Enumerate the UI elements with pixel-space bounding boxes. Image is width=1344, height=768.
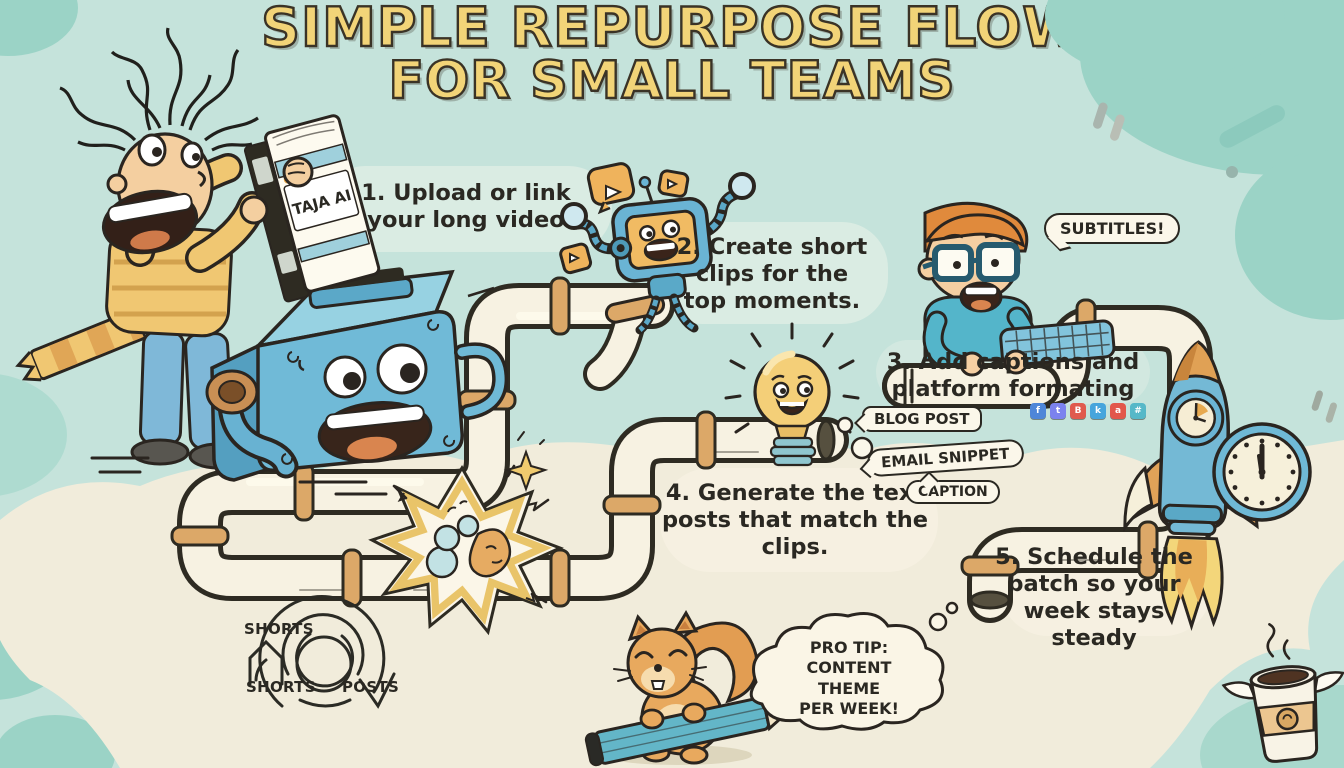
cycle-label-shorts-bottom: SHORTS [246, 678, 316, 696]
robot-character [559, 162, 756, 391]
man-hand-on-tape [239, 156, 314, 225]
shorts-posts-cycle [248, 595, 396, 709]
pipe-front-of-boy [882, 363, 1061, 409]
taja-tape: TAJA AI [243, 114, 381, 303]
cycle-label-shorts-top: SHORTS [244, 620, 314, 638]
pro-tip-cloud [749, 601, 959, 731]
platform-icon-5: a [1110, 403, 1126, 419]
blog-post-label-bubble: BLOG POST [862, 406, 982, 432]
boy-hands [959, 349, 1029, 377]
title-line-1: SIMPLE REPURPOSE FLOW [260, 0, 1083, 59]
idea-lightbulb [724, 322, 874, 467]
step-2-text: 2. Create short clips for the top moment… [676, 234, 868, 314]
platform-icon-2: t [1050, 403, 1066, 419]
platform-icon-1: f [1030, 403, 1046, 419]
cycle-label-posts: POSTS [342, 678, 400, 696]
step-5-text: 5. Schedule the batch so your week stays… [995, 544, 1193, 651]
accent-dashes [1093, 102, 1337, 423]
platform-icon-4: k [1090, 403, 1106, 419]
step-1-text: 1. Upload or link your long video [361, 180, 571, 233]
platform-icon-3: B [1070, 403, 1086, 419]
clock [1212, 422, 1312, 522]
platform-icon-row: f t B k a # [1030, 403, 1146, 419]
caption-label-bubble: CAPTION [906, 480, 1000, 504]
poster-title: SIMPLE REPURPOSE FLOW FOR SMALL TEAMS [0, 0, 1344, 112]
step-4-text: 4. Generate the text posts that match th… [661, 480, 929, 560]
keyboard [999, 319, 1116, 367]
step-3-text: 3. Add captions and platform formating [886, 349, 1140, 402]
winged-coffee-cup [1221, 623, 1344, 763]
pro-tip-text: PRO TIP: CONTENT THEME PER WEEK! [799, 638, 899, 719]
platform-icon-6: # [1130, 403, 1146, 419]
pipe-burst [368, 431, 564, 636]
wild-hair [59, 27, 259, 152]
subtitles-speech-bubble: SUBTITLES! [1044, 213, 1181, 244]
title-line-2: FOR SMALL TEAMS [387, 51, 956, 112]
